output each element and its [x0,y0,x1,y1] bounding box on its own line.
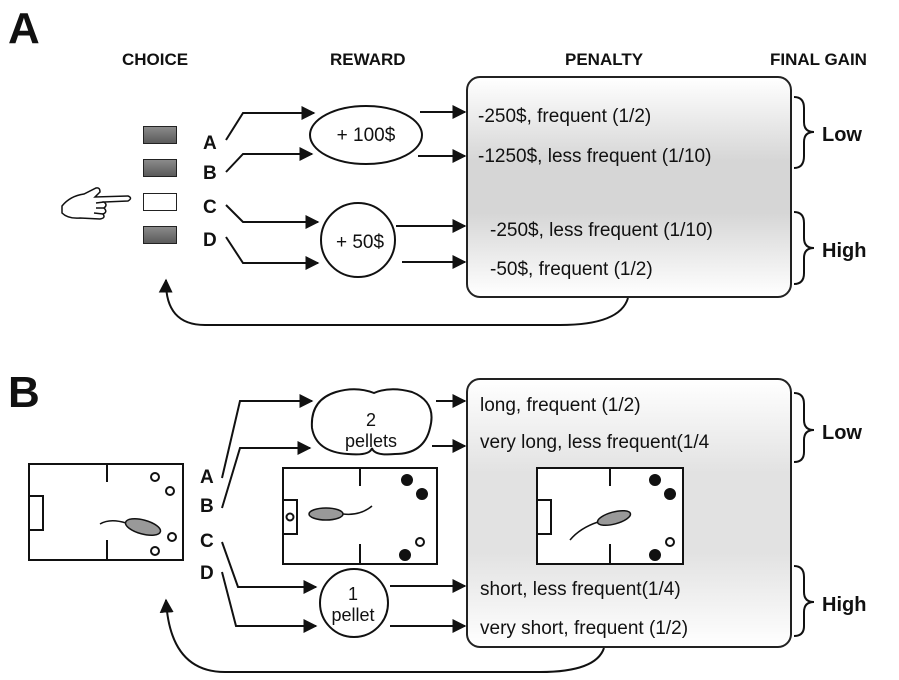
option-a-label-b: A [200,467,214,488]
feedback-arrow-b [159,598,605,673]
maze-right-icon [536,467,684,565]
option-d-label: D [203,230,217,251]
deck-card-b[interactable] [143,159,177,177]
arrow-b-to-reward [225,147,314,173]
penalty-c-text: -250$, less frequent (1/10) [490,220,713,241]
pointing-hand-icon [61,187,132,220]
arrow-d-to-reward [225,236,320,270]
arrow-d-to-reward-b [221,571,318,633]
brace-low-a [793,96,815,169]
option-c-label-b: C [200,531,214,552]
brace-high-b [793,565,815,637]
reward-1-count: 1 [347,584,358,604]
gain-high-b: High [822,594,867,616]
reward-header: REWARD [330,50,406,69]
penalty-a-text-b: long, frequent (1/2) [480,395,641,416]
penalty-box-a [466,76,792,298]
reward-2-pellets-shape [310,388,433,456]
reward-50-circle [320,202,396,278]
option-c-label: C [203,197,217,218]
brace-low-b [793,392,815,463]
panel-a-label: A [8,4,40,53]
maze-left-icon [28,463,184,561]
penalty-b-text: -1250$, less frequent (1/10) [478,146,712,167]
arrow-a-to-reward [225,106,316,141]
maze-middle-icon [282,467,438,565]
deck-card-d[interactable] [143,226,177,244]
penalty-b-text-b: very long, less frequent(1/4 [480,432,710,453]
reward-1-pellet: 1 pellet [318,584,388,626]
reward-2-count: 2 [365,410,376,430]
brace-high-a [793,211,815,285]
feedback-arrow-a [158,278,629,326]
option-a-label: A [203,133,217,154]
reward-100-ellipse [309,105,423,165]
penalty-header: PENALTY [565,50,644,69]
arrow-a-to-reward-b [221,394,314,479]
deck-card-c[interactable] [143,193,177,211]
penalty-a-text: -250$, frequent (1/2) [478,106,652,127]
gain-low-a: Low [822,124,862,146]
reward-1-unit: pellet [331,605,375,625]
final-gain-header: FINAL GAIN [770,50,867,69]
arrow-b-to-reward-b [221,441,312,509]
penalty-d-text: -50$, frequent (1/2) [490,259,653,280]
choice-header: CHOICE [122,50,189,69]
penalty-c-text-b: short, less frequent(1/4) [480,579,681,600]
option-b-label-b: B [200,496,214,517]
penalty-d-text-b: very short, frequent (1/2) [480,618,689,639]
arrow-c-to-reward [225,204,320,229]
reward-2-pellets: 2 pellets [336,410,406,452]
arrow-c-to-reward-b [221,541,318,594]
gain-low-b: Low [822,422,862,444]
gain-high-a: High [822,240,867,262]
reward-50-label: + 50$ [335,232,385,253]
panel-b-label: B [8,368,40,417]
reward-1-pellet-circle [319,568,389,638]
reward-100-label: + 100$ [336,125,396,146]
deck-card-a[interactable] [143,126,177,144]
reward-2-unit: pellets [344,431,398,451]
option-b-label: B [203,163,217,184]
option-d-label-b: D [200,563,214,584]
